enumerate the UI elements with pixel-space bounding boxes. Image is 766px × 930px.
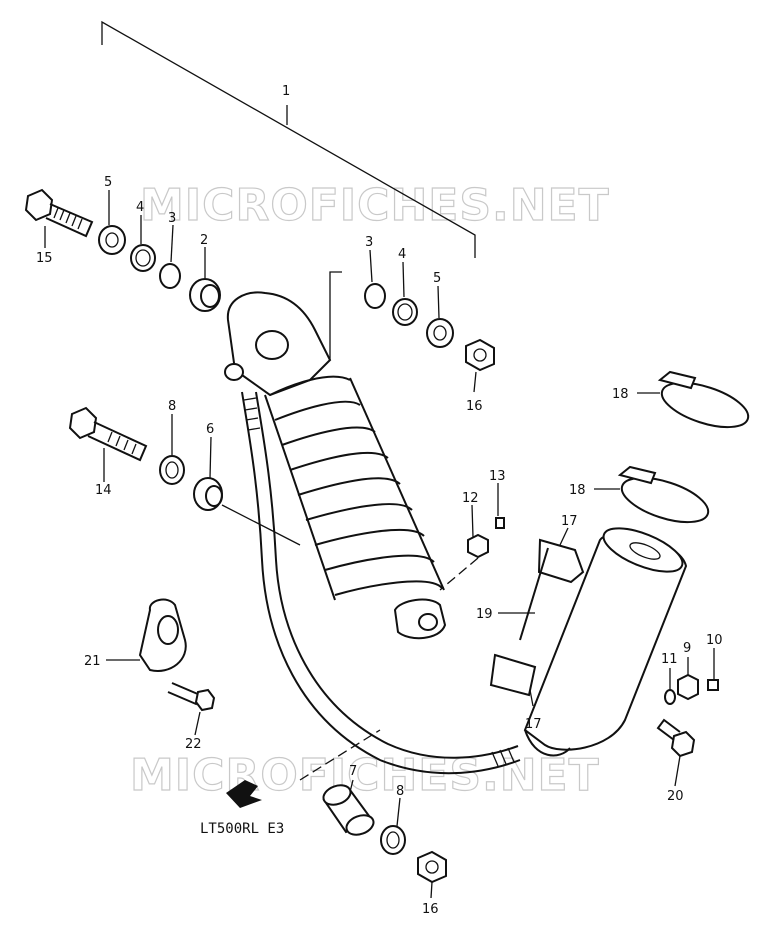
callout-12: 12 — [462, 491, 479, 506]
callout-3-left: 3 — [168, 211, 176, 226]
clamp-18-top — [657, 370, 750, 429]
callout-3-right: 3 — [365, 235, 373, 250]
bolt-14 — [68, 406, 148, 462]
collar-5-right — [426, 318, 454, 348]
bushing-6 — [193, 477, 301, 546]
callout-18-top: 18 — [612, 387, 629, 402]
callout-14: 14 — [95, 483, 112, 498]
bolt-13 — [495, 517, 505, 529]
callout-17-top: 17 — [561, 514, 578, 529]
watermark-top: MICROFICHES.NET — [140, 180, 610, 231]
model-label: LT500RL E3 — [200, 821, 284, 837]
callout-6: 6 — [206, 422, 214, 437]
callout-15: 15 — [36, 251, 53, 266]
watermark-bottom: MICROFICHES.NET — [130, 750, 600, 801]
callout-1: 1 — [282, 84, 290, 99]
callout-7: 7 — [349, 764, 357, 779]
callout-10: 10 — [706, 633, 723, 648]
callout-18-lower: 18 — [569, 483, 586, 498]
callout-16-top: 16 — [466, 399, 483, 414]
nut-16-bottom — [417, 850, 447, 884]
reservoir-hose — [241, 391, 521, 775]
callout-4-left: 4 — [136, 200, 144, 215]
callout-4-right: 4 — [398, 247, 406, 262]
leader-lines — [44, 190, 715, 899]
callout-17-bottom: 17 — [525, 717, 542, 732]
callout-8-bottom: 8 — [396, 784, 404, 799]
assembly-bracket — [101, 20, 476, 258]
bearing-2 — [189, 278, 221, 312]
bolt-20 — [656, 718, 696, 758]
model-arrow-icon — [226, 780, 262, 808]
nut-16-top — [465, 338, 495, 372]
washer-8-bottom — [380, 825, 406, 855]
callout-16-bottom: 16 — [422, 902, 439, 917]
callout-19: 19 — [476, 607, 493, 622]
collar-5-left — [98, 225, 126, 255]
callout-13: 13 — [489, 469, 506, 484]
callout-9: 9 — [683, 641, 691, 656]
circlip-3-right — [364, 283, 386, 309]
callout-2: 2 — [200, 233, 208, 248]
clamp-21 — [138, 598, 187, 672]
bolt-10 — [707, 679, 719, 691]
washer-8-left — [159, 455, 185, 485]
washer-11 — [664, 689, 676, 705]
reservoir-19 — [489, 527, 688, 757]
callout-22: 22 — [185, 737, 202, 752]
seal-4-right — [392, 298, 418, 326]
seal-4-left — [130, 244, 156, 272]
callout-5-left: 5 — [104, 175, 112, 190]
shock-absorber — [224, 291, 447, 640]
callout-20: 20 — [667, 789, 684, 804]
clamp-18-lower — [617, 465, 710, 524]
callouts: 1 5 4 3 2 15 3 4 5 16 8 6 14 18 18 13 12… — [36, 84, 723, 917]
callout-5-right: 5 — [433, 271, 441, 286]
callout-21: 21 — [84, 654, 101, 669]
circlip-3-left — [159, 263, 181, 289]
bushing-7 — [299, 729, 381, 836]
nut-9 — [677, 673, 699, 701]
bolt-15 — [24, 188, 94, 238]
callout-11: 11 — [661, 652, 678, 667]
callout-8-left: 8 — [168, 399, 176, 414]
bolt-22 — [167, 682, 216, 712]
nut-12 — [467, 533, 489, 559]
